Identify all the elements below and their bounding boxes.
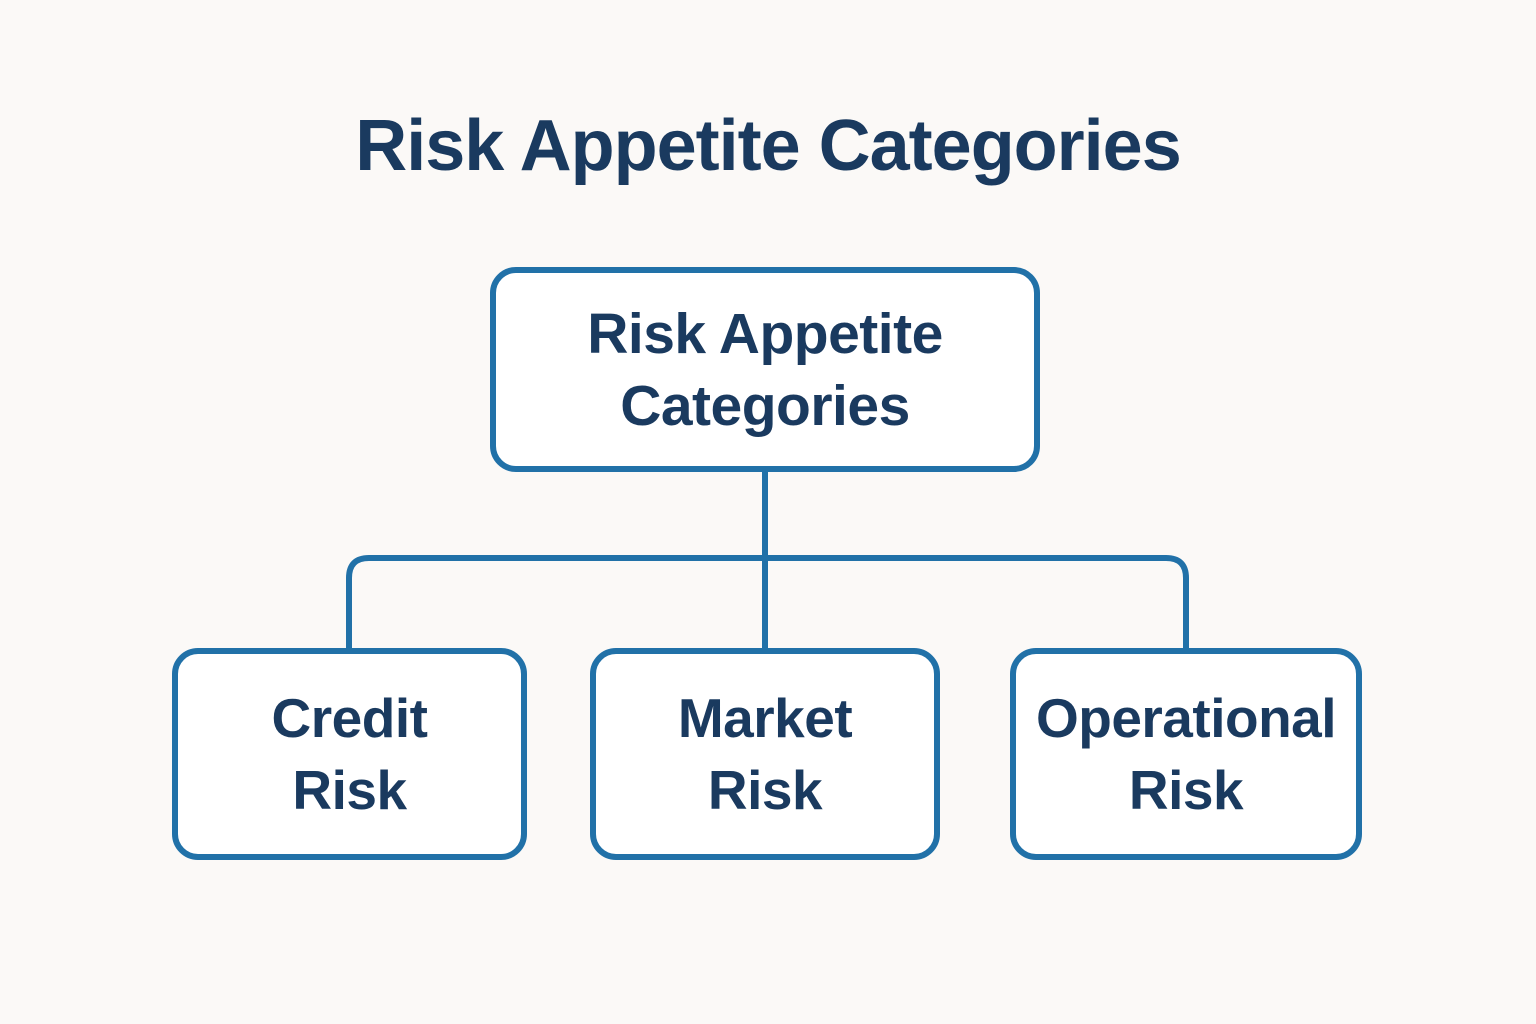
node-credit-risk: Credit Risk	[172, 648, 527, 860]
node-market-risk-label: Market Risk	[677, 687, 853, 821]
node-root-label: Risk Appetite Categories	[587, 301, 943, 438]
node-operational-risk: Operational Risk	[1010, 648, 1362, 860]
node-risk-appetite-categories: Risk Appetite Categories	[490, 267, 1040, 472]
node-operational-risk-label: Operational Risk	[1035, 687, 1337, 821]
node-credit-risk-label: Credit Risk	[271, 687, 428, 821]
diagram-title: Risk Appetite Categories	[355, 106, 1182, 186]
node-market-risk: Market Risk	[590, 648, 940, 860]
connector-bracket	[346, 555, 1189, 650]
